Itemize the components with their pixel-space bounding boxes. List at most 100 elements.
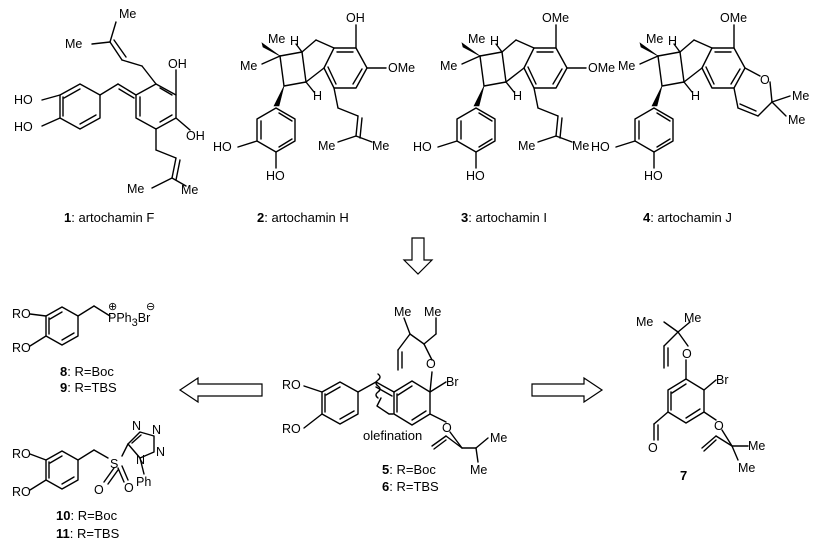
oxygen-label: O bbox=[426, 357, 436, 371]
structure-sulfone-10-11: RO RO S O O N N N N Ph 10: R=Boc 11: R=T… bbox=[12, 419, 165, 541]
phenyl-label: Ph bbox=[116, 311, 131, 325]
hydroxyl-label: HO bbox=[466, 169, 485, 183]
phosphorus-label: P bbox=[108, 311, 116, 325]
ro-label: RO bbox=[12, 307, 31, 321]
methyl-label: Me bbox=[65, 37, 82, 51]
methoxy-label: OMe bbox=[588, 61, 615, 75]
hydroxyl-label: HO bbox=[14, 93, 33, 107]
hydroxyl-label: HO bbox=[14, 120, 33, 134]
methyl-label: Me bbox=[181, 183, 198, 197]
positive-charge: ⊕ bbox=[108, 301, 117, 313]
methyl-label: Me bbox=[636, 315, 653, 329]
compound-number: 10 bbox=[56, 508, 70, 523]
compound-8-label: 8: R=Boc bbox=[60, 364, 114, 379]
methyl-label: Me bbox=[394, 305, 411, 319]
oxygen-label: O bbox=[124, 481, 134, 495]
methyl-label: Me bbox=[792, 89, 809, 103]
methyl-label: Me bbox=[372, 139, 389, 153]
oxygen-label: O bbox=[714, 419, 724, 433]
methyl-label: Me bbox=[268, 32, 285, 46]
methyl-label: Me bbox=[572, 139, 589, 153]
methyl-label: Me bbox=[119, 7, 136, 21]
oxygen-label: O bbox=[442, 421, 452, 435]
hydrogen-label: H bbox=[313, 89, 322, 103]
nitrogen-label: N bbox=[156, 445, 165, 459]
nitrogen-label: N bbox=[132, 419, 141, 433]
hydrogen-label: H bbox=[691, 89, 700, 103]
phenyl-label: Ph bbox=[136, 475, 151, 489]
methyl-label: Me bbox=[518, 139, 535, 153]
methyl-label: Me bbox=[468, 32, 485, 46]
methyl-label: Me bbox=[470, 463, 487, 477]
methyl-label: Me bbox=[684, 311, 701, 325]
compound-name: : R=TBS bbox=[70, 526, 120, 541]
ro-label: RO bbox=[282, 378, 301, 392]
compound-name: : artochamin H bbox=[264, 210, 349, 225]
methyl-label: Me bbox=[738, 461, 755, 475]
compound-4-label: 4: artochamin J bbox=[643, 210, 732, 225]
hydroxyl-label: OH bbox=[168, 57, 187, 71]
oxygen-label: O bbox=[682, 347, 692, 361]
compound-7-label: 7 bbox=[680, 468, 687, 483]
hydrogen-label: H bbox=[490, 34, 499, 48]
ro-label: RO bbox=[12, 447, 31, 461]
retrosynthesis-arrow-right bbox=[531, 376, 604, 404]
methoxy-label: OMe bbox=[388, 61, 415, 75]
hydroxyl-label: HO bbox=[644, 169, 663, 183]
methyl-label: Me bbox=[490, 431, 507, 445]
oxygen-label: O bbox=[94, 483, 104, 497]
nitrogen-label: N bbox=[136, 453, 145, 467]
aldehyde-oxygen-label: O bbox=[648, 441, 658, 455]
compound-number: 8 bbox=[60, 364, 67, 379]
ro-label: RO bbox=[12, 341, 31, 355]
hydroxyl-label: HO bbox=[591, 140, 610, 154]
hydrogen-label: H bbox=[513, 89, 522, 103]
hydroxyl-label: OH bbox=[186, 129, 205, 143]
compound-number: 1 bbox=[64, 210, 71, 225]
compound-9-label: 9: R=TBS bbox=[60, 380, 117, 395]
methyl-label: Me bbox=[424, 305, 441, 319]
compound-5-label: 5: R=Boc bbox=[382, 462, 436, 477]
methyl-label: Me bbox=[748, 439, 765, 453]
compound-number: 6 bbox=[382, 479, 389, 494]
subscript-3: 3 bbox=[132, 317, 138, 329]
oxygen-label: O bbox=[760, 73, 770, 87]
methyl-label: Me bbox=[618, 59, 635, 73]
compound-number: 2 bbox=[257, 210, 264, 225]
compound-name: : artochamin J bbox=[650, 210, 732, 225]
sulfur-label: S bbox=[110, 457, 118, 471]
compound-number: 9 bbox=[60, 380, 67, 395]
structure-phosphonium-8-9: RO RO PPh3Br ⊕ ⊖ 8: R=Boc 9: R=TBS bbox=[12, 301, 155, 395]
compound-name: : artochamin I bbox=[468, 210, 547, 225]
compound-name: : artochamin F bbox=[71, 210, 154, 225]
methyl-label: Me bbox=[440, 59, 457, 73]
methyl-label: Me bbox=[646, 32, 663, 46]
hydrogen-label: H bbox=[668, 34, 677, 48]
methoxy-label: OMe bbox=[720, 11, 747, 25]
methyl-label: Me bbox=[240, 59, 257, 73]
ro-label: RO bbox=[282, 422, 301, 436]
compound-number: 5 bbox=[382, 462, 389, 477]
compound-6-label: 6: R=TBS bbox=[382, 479, 439, 494]
hydroxyl-label: HO bbox=[413, 140, 432, 154]
ro-label: RO bbox=[12, 485, 31, 499]
compound-1-label: 1: artochamin F bbox=[64, 210, 154, 225]
structure-intermediate-5-6: Me Me O Br O Me Me RO RO olefination 5: … bbox=[282, 305, 507, 494]
structure-aldehyde-7: Me Me O Br O Me Me O 7 bbox=[636, 311, 765, 483]
compound-name: : R=Boc bbox=[70, 508, 117, 523]
compound-number: 3 bbox=[461, 210, 468, 225]
hydrogen-label: H bbox=[290, 34, 299, 48]
nitrogen-label: N bbox=[152, 423, 161, 437]
compound-name: : R=TBS bbox=[67, 380, 117, 395]
compound-number: 11 bbox=[56, 526, 70, 541]
structure-artochamin-h: OH OMe Me Me H H HO HO Me Me 2: artocham… bbox=[213, 11, 415, 225]
pph3-label: PPh3Br bbox=[108, 311, 150, 329]
methyl-label: Me bbox=[788, 113, 805, 127]
compound-11-label: 11: R=TBS bbox=[56, 526, 120, 541]
methyl-label: Me bbox=[318, 139, 335, 153]
retrosynthesis-arrow-left bbox=[178, 376, 263, 404]
bromine-label: Br bbox=[446, 375, 459, 389]
hydroxyl-label: HO bbox=[213, 140, 232, 154]
retrosynthesis-arrow-down bbox=[402, 237, 434, 275]
